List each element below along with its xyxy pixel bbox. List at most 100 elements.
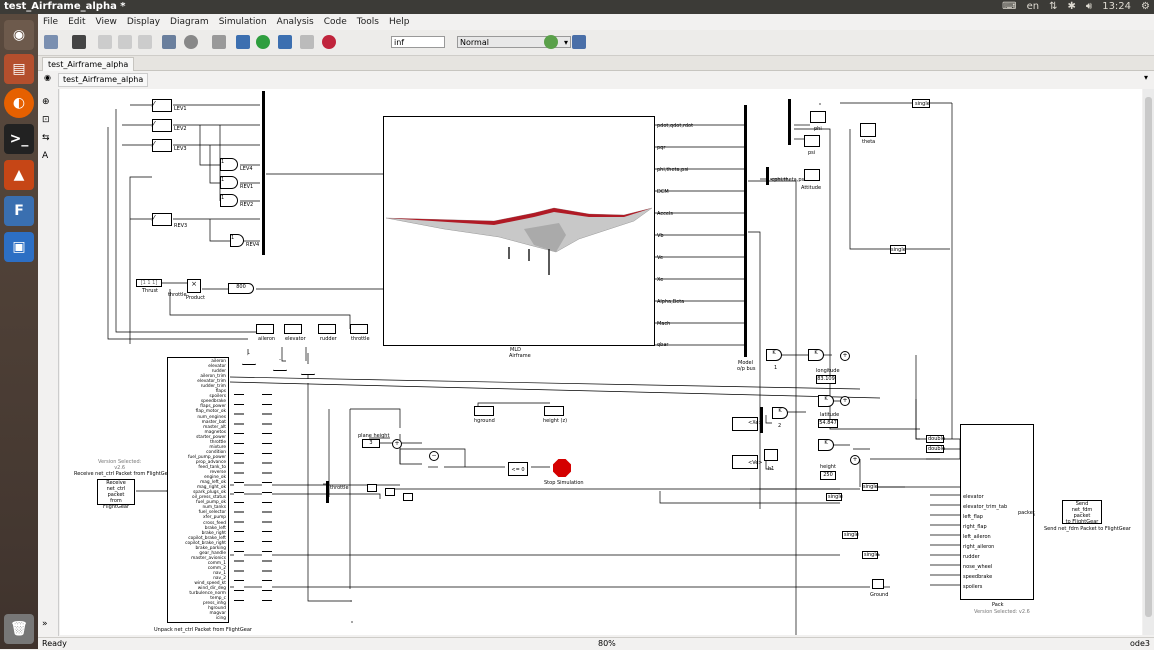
saturation-block[interactable]: ⁄ (152, 139, 172, 152)
record-icon[interactable] (322, 35, 336, 49)
terminator[interactable] (403, 493, 413, 501)
files-icon[interactable]: ▤ (4, 54, 34, 84)
stop-time-input[interactable]: inf (391, 36, 445, 48)
send-block[interactable]: Send net_fdm packet to FlightGear (1062, 500, 1102, 525)
build-icon[interactable] (572, 35, 586, 49)
language-indicator[interactable]: en (1026, 1, 1040, 12)
double-convert[interactable] (926, 445, 944, 453)
terminator-column[interactable] (262, 391, 272, 603)
single-convert[interactable] (912, 99, 930, 108)
network-icon[interactable]: ⇅ (1049, 1, 1058, 12)
latitude-const[interactable]: 54.847 (818, 419, 838, 428)
gain-800-block[interactable]: 800 (228, 283, 254, 294)
single-convert[interactable] (826, 493, 842, 501)
stop-simulation-block[interactable] (553, 459, 571, 477)
collapse-icon[interactable]: » (42, 619, 48, 629)
attitude-bus[interactable] (766, 167, 769, 185)
longitude-const[interactable]: 83.109 (816, 375, 836, 384)
sum-block[interactable]: − (429, 451, 439, 461)
throttle-bus[interactable] (326, 481, 329, 503)
clock[interactable]: 13:24 (1102, 1, 1132, 12)
scope-throttle[interactable] (350, 324, 368, 334)
library-browser-icon[interactable] (162, 35, 176, 49)
menu-diagram[interactable]: Diagram (170, 17, 209, 27)
product-block[interactable]: × (187, 279, 201, 293)
gain-block[interactable]: K (766, 349, 782, 361)
menu-file[interactable]: File (43, 17, 59, 27)
menu-simulation[interactable]: Simulation (218, 17, 267, 27)
demux-bus[interactable] (788, 99, 791, 145)
saturation-block[interactable]: ⁄ (152, 119, 172, 132)
vertical-scrollbar[interactable] (1143, 89, 1154, 635)
scope-aileron[interactable] (256, 324, 274, 334)
menu-tools[interactable]: Tools (356, 17, 379, 27)
zoom-in-icon[interactable]: ⊕ (42, 97, 50, 107)
keyboard-icon[interactable]: ⌨ (1002, 1, 1017, 12)
menu-analysis[interactable]: Analysis (276, 17, 314, 27)
ground-block[interactable] (872, 579, 884, 589)
menu-help[interactable]: Help (388, 17, 410, 27)
gain-block[interactable]: K (818, 439, 834, 451)
pack-block[interactable]: elevator elevator_trim_tab left_flap rig… (960, 424, 1034, 600)
ve-selector[interactable] (732, 455, 758, 469)
single-convert[interactable] (890, 245, 906, 254)
bluetooth-icon[interactable]: ✱ (1067, 1, 1076, 12)
gain-block[interactable]: 1 (220, 194, 238, 207)
receive-block[interactable]: Receive net_ctrl packet from FlightGear (97, 479, 135, 510)
scope-phi[interactable] (810, 111, 826, 123)
arrow-icon[interactable]: ⇆ (42, 133, 50, 143)
saturation-block[interactable]: ⁄ (152, 99, 172, 112)
step-back-icon[interactable] (236, 35, 250, 49)
unpack-block[interactable]: aileron elevator rudder aileron_trim ele… (167, 357, 229, 623)
up-icon[interactable] (138, 35, 152, 49)
scope-rudder[interactable] (318, 324, 336, 334)
double-convert[interactable] (926, 435, 944, 443)
saturation-block[interactable]: ⁄ (152, 213, 172, 226)
ubuntu-dash-icon[interactable]: ◉ (4, 20, 34, 50)
gain-block[interactable]: K (818, 395, 834, 407)
scope-hground[interactable] (474, 406, 494, 416)
scope-elevator[interactable] (284, 324, 302, 334)
menu-view[interactable]: View (95, 17, 117, 27)
menu-code[interactable]: Code (323, 17, 347, 27)
terminal-icon[interactable]: >_ (4, 124, 34, 154)
gain-block[interactable]: 1 (220, 158, 238, 171)
scope-psi[interactable] (804, 135, 820, 147)
thrust-constant[interactable]: [1 1 1] (136, 279, 162, 287)
volume-icon[interactable]: 🔊︎ (1085, 1, 1093, 12)
sum-block[interactable]: + (840, 396, 850, 406)
new-model-icon[interactable] (44, 35, 58, 49)
fit-view-icon[interactable]: ⊡ (42, 115, 50, 125)
xe-selector[interactable] (732, 417, 758, 431)
menu-edit[interactable]: Edit (68, 17, 86, 27)
flightgear-icon[interactable]: F (4, 196, 34, 226)
height-const[interactable]: 250 (820, 471, 836, 480)
gain-block[interactable]: 1 (220, 176, 238, 189)
compare-block[interactable]: <= 0 (508, 462, 528, 476)
app-icon[interactable]: ▣ (4, 232, 34, 262)
forward-icon[interactable] (118, 35, 132, 49)
scrollbar-thumb[interactable] (1145, 97, 1152, 617)
model-bus-creator[interactable] (744, 105, 747, 357)
gain-block[interactable]: 1 (230, 234, 244, 247)
run-icon[interactable] (256, 35, 270, 49)
terminator[interactable] (367, 484, 377, 492)
model-explorer-icon[interactable] (212, 35, 226, 49)
breadcrumb[interactable]: test_Airframe_alpha (58, 73, 149, 87)
firefox-icon[interactable]: ◐ (4, 88, 34, 118)
single-convert[interactable] (842, 531, 858, 539)
tab-model[interactable]: test_Airframe_alpha (42, 57, 135, 71)
settings-gear-icon[interactable]: ⚙ (1141, 1, 1150, 12)
hide-browser-icon[interactable]: ◉ (44, 73, 51, 82)
airframe-subsystem-block[interactable] (383, 116, 655, 346)
plane-height-const[interactable]: 3 (362, 439, 380, 448)
single-convert[interactable] (862, 551, 878, 559)
scope-height[interactable] (544, 406, 564, 416)
scope-theta[interactable] (860, 123, 876, 137)
simulation-mode-select[interactable]: Normal▾ (457, 36, 571, 48)
matlab-icon[interactable]: ▲ (4, 160, 34, 190)
annotation-icon[interactable]: A (42, 151, 49, 161)
scope-h1[interactable] (764, 449, 778, 461)
sum-block[interactable]: + (840, 351, 850, 361)
xe-bus[interactable] (760, 407, 763, 433)
